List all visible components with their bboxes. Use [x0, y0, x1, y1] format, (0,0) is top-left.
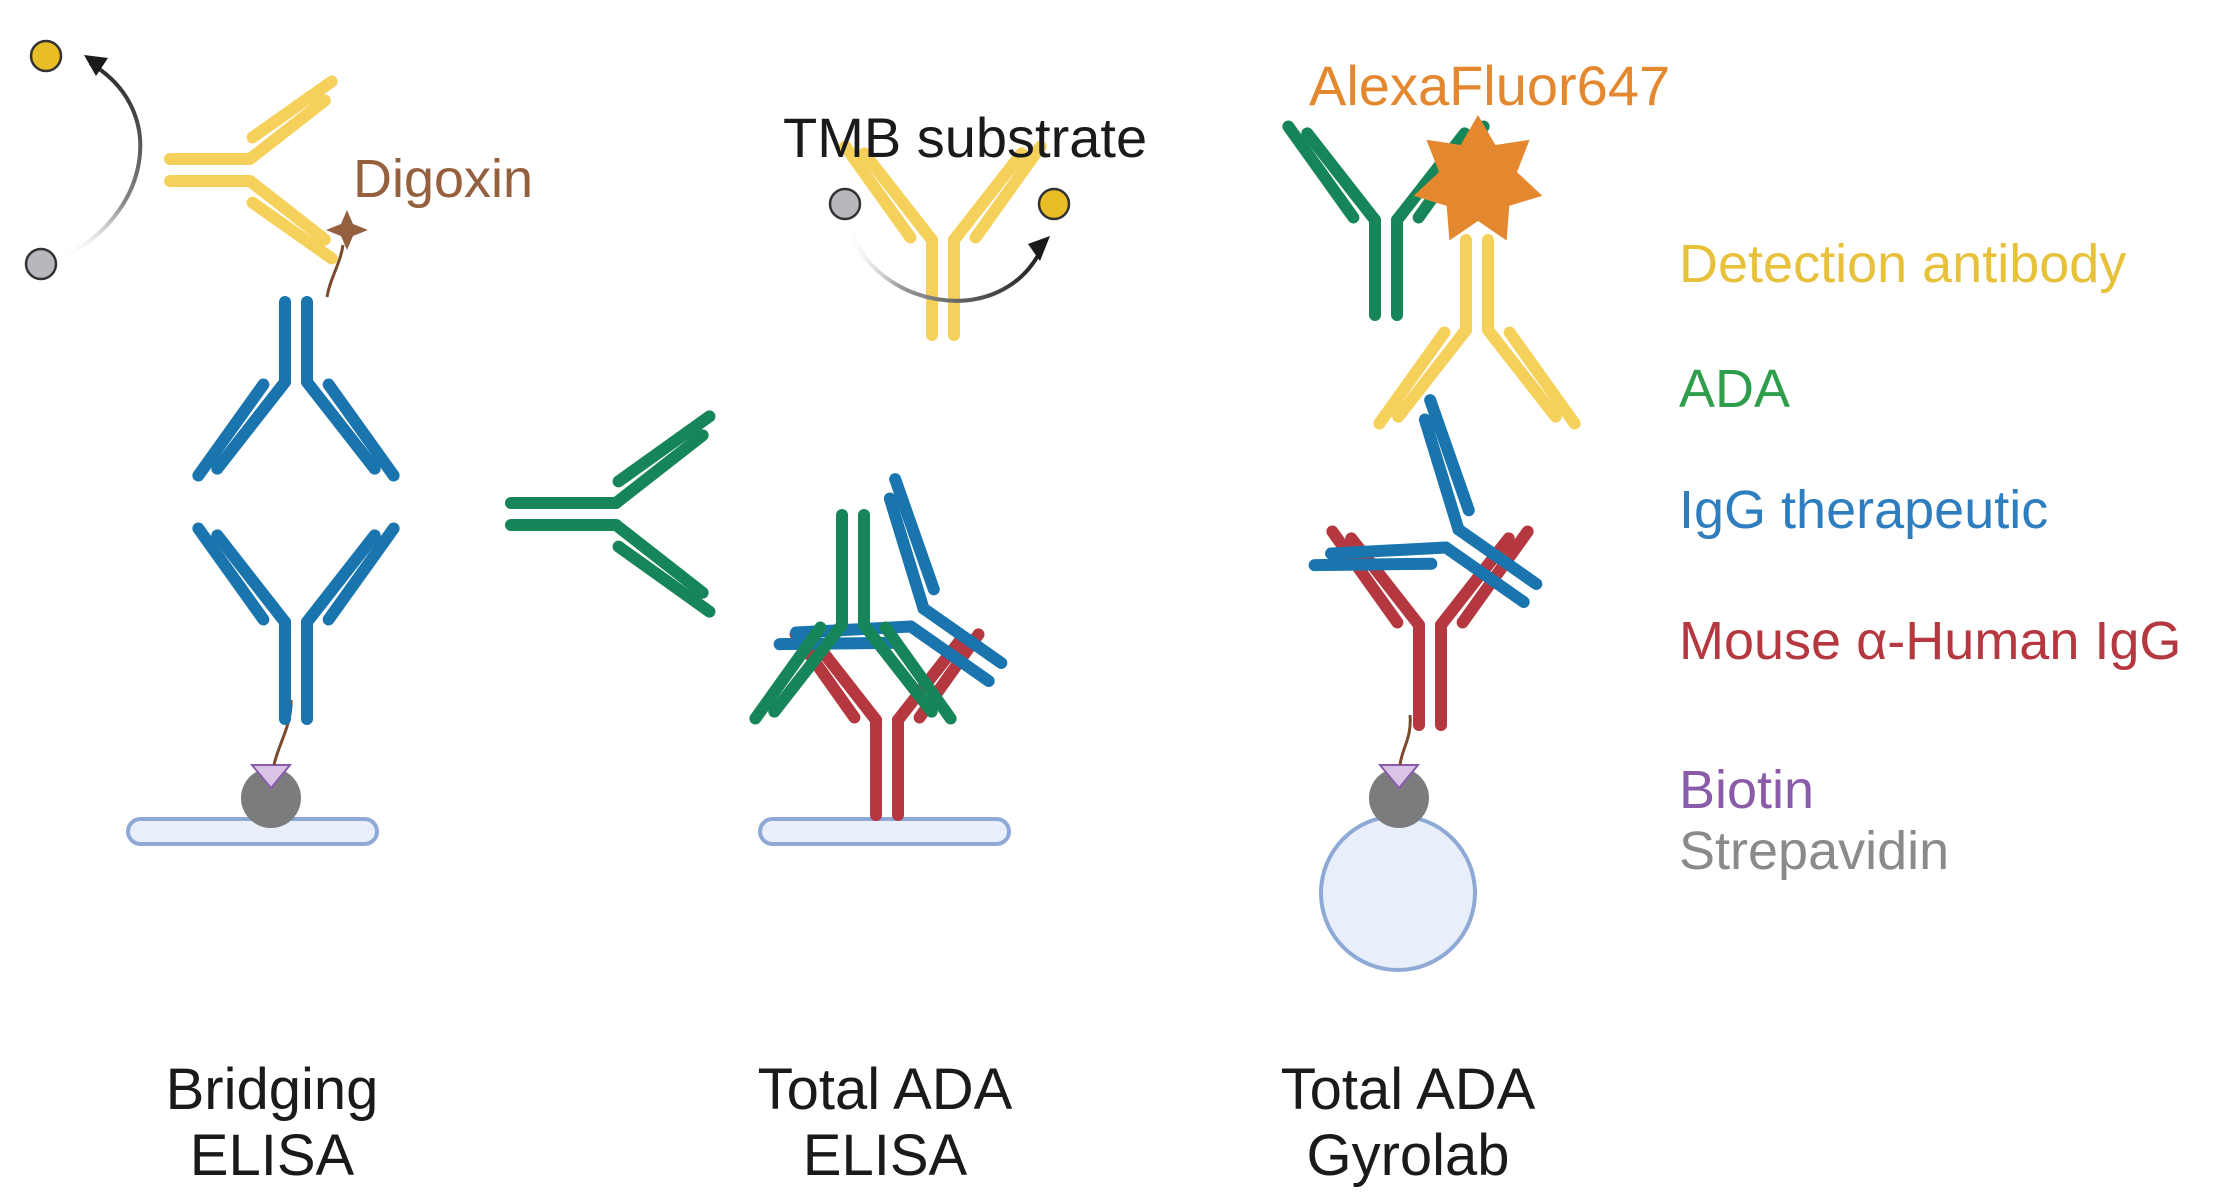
plate-bridging: [126, 817, 379, 846]
bridging-igg-lower-heavy-left-arm: [211, 529, 291, 628]
bridging-igg-upper-heavy-left-arm: [301, 376, 381, 475]
bridging-digoxin-tether: [325, 244, 345, 298]
bridging-igg-lower: [192, 522, 400, 725]
bridging-igg-upper-light-left: [322, 378, 400, 482]
legend-ada: ADA: [1679, 359, 1791, 419]
bridging-igg-upper-light-right: [192, 378, 270, 482]
total-elisa-igg-light-right: [889, 473, 940, 596]
bridging-ada-light-left: [612, 410, 716, 488]
digoxin-star: [326, 210, 368, 250]
bridging-arrowhead: [84, 55, 108, 76]
gyrolab-biotin-tether: [1398, 714, 1412, 766]
caption-gyrolab-line2: Gyrolab: [1306, 1123, 1510, 1189]
gyrolab-igg-heavy-right-arm: [1418, 413, 1465, 536]
bridging-igg-lower-light-right: [322, 522, 400, 626]
gyrolab-bead: [1319, 814, 1477, 972]
bridging-igg-lower-light-left: [192, 522, 270, 626]
bridging-ada-heavy-left-arm: [610, 429, 709, 509]
legend-biotin: Biotin: [1679, 760, 1815, 820]
bridging-ada-light-right: [612, 540, 716, 618]
caption-total-elisa-line2: ELISA: [802, 1123, 968, 1189]
digoxin-label: Digoxin: [353, 149, 534, 209]
bridging-igg-upper-heavy-right-arm: [211, 376, 291, 475]
gyrolab-ada-light-left: [1282, 120, 1360, 224]
total-elisa-detection-light-left: [839, 140, 917, 244]
bridging-ada: [505, 410, 716, 618]
gyrolab-mouse-light-left: [1326, 525, 1404, 629]
bridging-igg-lower-heavy-right-arm: [301, 529, 381, 628]
caption-total-elisa-line1: Total ADA: [757, 1057, 1013, 1122]
gyrolab-detection-light-left: [1503, 326, 1581, 430]
gyrolab-igg-heavy-left-arm: [1325, 541, 1452, 560]
elisa-conversion-arrow: [848, 225, 1044, 303]
total-elisa-detection-heavy-right-arm: [948, 147, 1028, 246]
bridging-product-dot: [29, 39, 63, 73]
caption-total-ada-gyrolab: Total ADA Gyrolab: [1258, 1057, 1558, 1189]
bridging-ada-heavy-right-arm: [610, 519, 709, 599]
gyrolab-igg: [1308, 394, 1543, 609]
elisa-arrowhead: [1028, 236, 1050, 261]
tmb-substrate-label: TMB substrate: [783, 106, 1148, 169]
total-elisa-detection-light-right: [969, 140, 1047, 244]
caption-bridging-line2: ELISA: [189, 1123, 355, 1189]
total-elisa-igg-heavy-right-stem: [917, 602, 1008, 669]
caption-bridging-elisa: Bridging ELISA: [122, 1057, 422, 1189]
gyrolab-biotin: [1377, 764, 1421, 790]
gyrolab-detection: [1373, 234, 1581, 430]
total-elisa-igg-heavy-right-arm: [883, 492, 930, 615]
gyrolab-ada-heavy-left-arm: [1301, 127, 1381, 226]
bridging-detection-heavy-right-arm: [244, 175, 331, 246]
legend-detection-antibody: Detection antibody: [1679, 234, 2127, 294]
bridging-detection-light-left: [246, 75, 338, 144]
legend-igg-therapeutic: IgG therapeutic: [1679, 480, 2049, 540]
bridging-biotin: [249, 764, 293, 790]
gyrolab-detection-light-right: [1373, 326, 1451, 430]
caption-gyrolab-line1: Total ADA: [1280, 1057, 1536, 1122]
bridging-streptavidin: [241, 768, 301, 828]
bridging-detection-light-right: [246, 196, 338, 265]
legend-strepavidin: Strepavidin: [1679, 821, 1950, 881]
total-elisa-igg-heavy-left-stem: [904, 620, 995, 688]
bridging-conversion-arrow: [61, 61, 143, 260]
gyrolab-igg-heavy-right-stem: [1452, 523, 1543, 590]
gyrolab-igg-light-left: [1308, 557, 1438, 572]
legend-mouse-anti-human-igg: Mouse α-Human IgG: [1679, 611, 2182, 671]
total-elisa-ada: [749, 509, 957, 725]
total-elisa-ada-heavy-left-arm: [858, 619, 938, 718]
plate-total-elisa: [758, 817, 1011, 846]
bridging-detection-heavy-left-arm: [244, 94, 331, 165]
total-elisa-ada-light-left: [879, 621, 957, 725]
gyrolab-igg-light-right: [1424, 394, 1475, 517]
alexafluor-star: [1413, 115, 1543, 241]
bridging-substrate-dot: [24, 247, 58, 281]
total-elisa-detection: [839, 140, 1047, 341]
gyrolab-detection-heavy-left-arm: [1482, 324, 1562, 423]
gyrolab-igg-heavy-left-stem: [1439, 541, 1530, 609]
alexafluor-label: AlexaFluor647: [1309, 54, 1671, 117]
caption-total-ada-elisa: Total ADA ELISA: [735, 1057, 1035, 1189]
bridging-detection: [164, 75, 338, 265]
total-elisa-ada-heavy-right-arm: [768, 619, 848, 718]
gyrolab-detection-heavy-right-arm: [1392, 324, 1472, 423]
total-elisa-detection-heavy-left-arm: [858, 147, 938, 246]
caption-bridging-line1: Bridging: [165, 1057, 379, 1122]
elisa-product-dot: [1037, 187, 1071, 221]
gyrolab-streptavidin: [1369, 768, 1429, 828]
elisa-substrate-dot: [828, 187, 862, 221]
total-elisa-ada-light-right: [749, 621, 827, 725]
bridging-igg-upper: [192, 296, 400, 482]
